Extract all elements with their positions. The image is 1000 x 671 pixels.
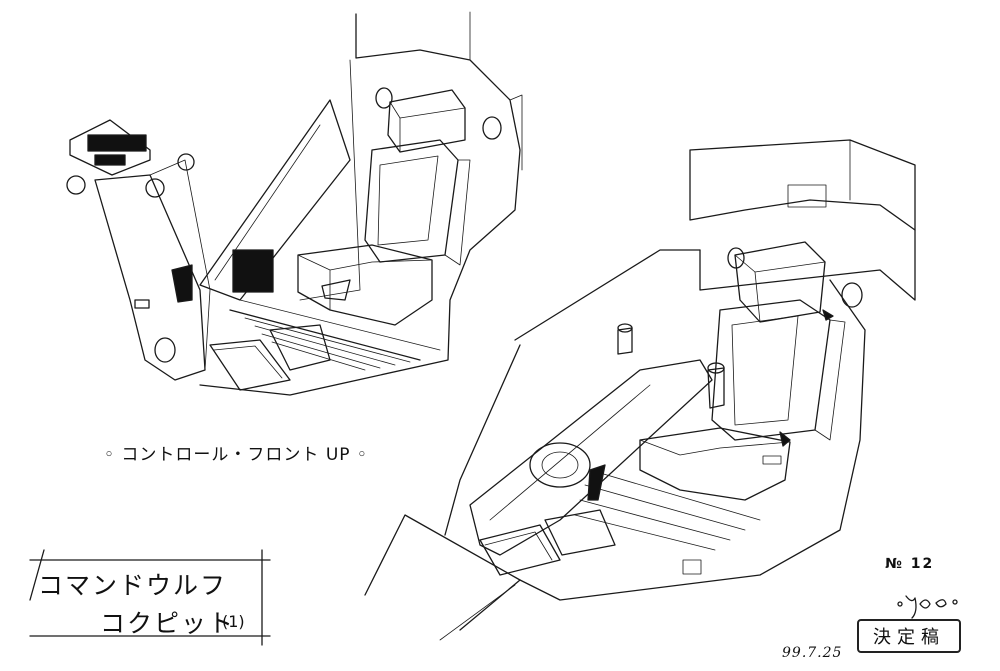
title-box-border [29,549,271,646]
sheet-id: № 12 [885,556,935,572]
title-sheet-number: (1) [222,612,245,631]
final-draft-stamp: 決定稿 [857,619,961,653]
artist-signature [897,595,958,619]
cockpit-overview-drawing [364,139,916,641]
control-front-caption: ◦ コントロール・フロント UP ◦ [104,445,368,465]
date-mark: 99.7.25 [782,645,843,661]
title-line-machine-name: コマンドウルフ [38,571,228,600]
title-line-section: コクピット [100,609,236,638]
control-front-closeup-drawing [66,11,523,396]
